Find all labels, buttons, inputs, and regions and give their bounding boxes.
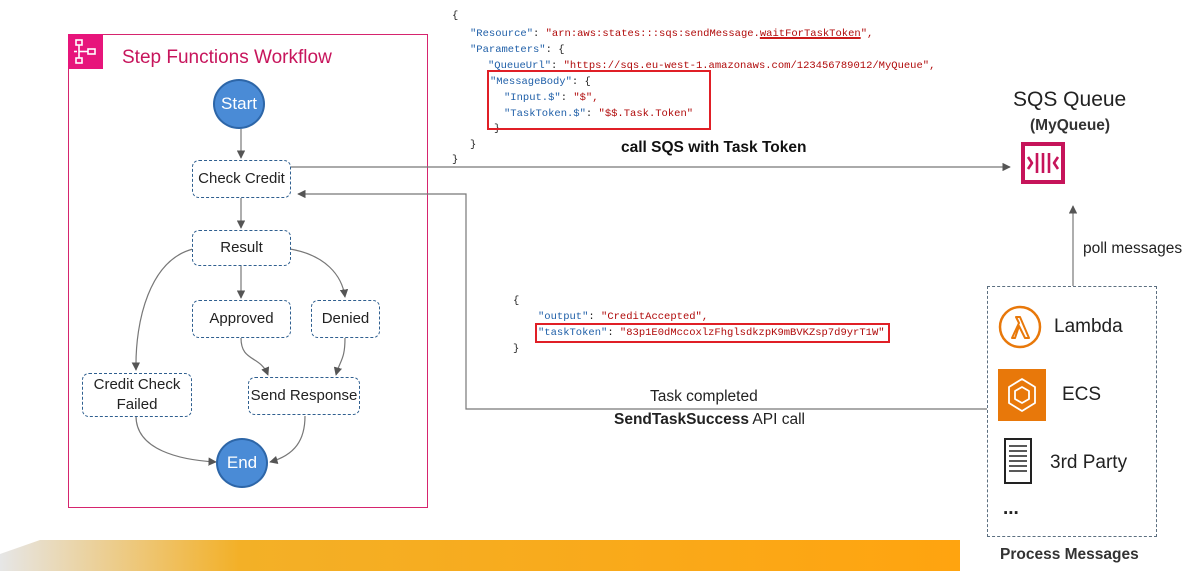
code-top-line-5: "MessageBody": { <box>490 76 591 88</box>
code-top-line-10: } <box>452 154 459 166</box>
poll-messages-label: poll messages <box>1083 240 1183 257</box>
ecs-label: ECS <box>1062 384 1102 405</box>
code-bottom-line-2: "output": "CreditAccepted", <box>538 311 709 323</box>
third-party-label: 3rd Party <box>1050 452 1128 473</box>
code-bottom-line-4: } <box>513 343 520 355</box>
lambda-label: Lambda <box>1054 316 1123 337</box>
message-body-highlight-box <box>487 70 711 130</box>
lambda-icon[interactable] <box>998 305 1042 349</box>
sqs-queue-icon[interactable] <box>1010 141 1076 193</box>
code-top-line-2: "Resource": "arn:aws:states:::sqs:sendMe… <box>470 28 874 40</box>
task-token-highlight-box <box>535 323 890 343</box>
code-top-line-6: "Input.$": "$", <box>504 92 599 104</box>
ecs-icon[interactable] <box>998 369 1046 421</box>
more-ellipsis: ... <box>1003 498 1019 519</box>
code-bottom-line-3: "taskToken": "83p1E0dMccoxlzFhglsdkzpK9m… <box>538 327 885 339</box>
workflow-frame <box>68 34 428 508</box>
denied-node[interactable]: Denied <box>311 300 380 338</box>
credit-check-failed-node[interactable]: Credit Check Failed <box>82 373 192 417</box>
decorative-orange-bar <box>0 540 960 571</box>
end-node[interactable]: End <box>216 438 268 488</box>
code-top-line-3: "Parameters": { <box>470 44 565 56</box>
workflow-title: Step Functions Workflow <box>122 47 332 68</box>
approved-node[interactable]: Approved <box>192 300 291 338</box>
task-completed-label: Task completed <box>650 388 758 405</box>
process-messages-caption: Process Messages <box>1000 546 1139 563</box>
start-node[interactable]: Start <box>213 79 265 129</box>
code-bottom-line-1: { <box>513 295 520 307</box>
process-messages-group <box>987 286 1157 537</box>
server-icon[interactable] <box>1003 437 1033 485</box>
wait-for-task-token-highlight: waitForTaskToken <box>759 28 861 40</box>
result-node[interactable]: Result <box>192 230 291 266</box>
code-top-line-4: "QueueUrl": "https://sqs.eu-west-1.amazo… <box>488 60 936 72</box>
code-top-line-1: { <box>452 10 459 22</box>
code-top-line-7: "TaskToken.$": "$$.Task.Token" <box>504 108 694 120</box>
send-task-success-label: SendTaskSuccess API call <box>614 411 805 428</box>
step-functions-icon <box>68 34 103 69</box>
send-response-node[interactable]: Send Response <box>248 377 360 415</box>
sqs-subtitle: (MyQueue) <box>1030 117 1111 134</box>
call-sqs-label: call SQS with Task Token <box>621 139 807 156</box>
code-top-line-9: } <box>470 139 477 151</box>
sqs-title: SQS Queue <box>1013 88 1127 111</box>
check-credit-node[interactable]: Check Credit <box>192 160 291 198</box>
